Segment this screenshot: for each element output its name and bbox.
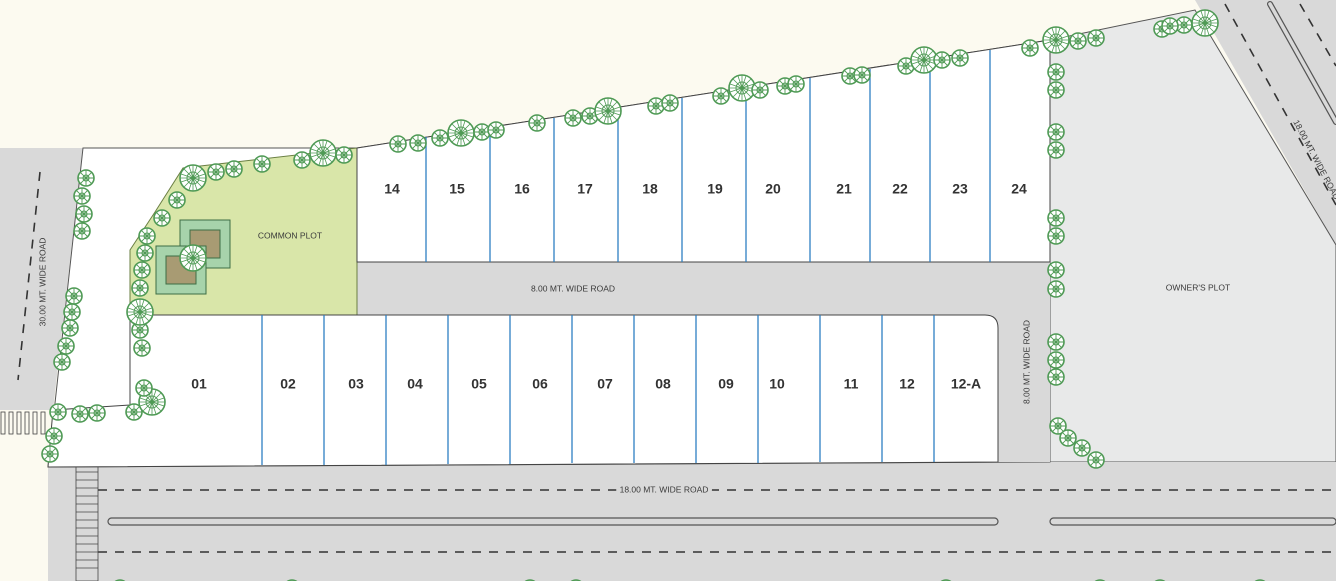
plot-23[interactable]: 23 <box>952 181 968 197</box>
plot-17[interactable]: 17 <box>577 181 593 197</box>
plot-03[interactable]: 03 <box>348 376 364 392</box>
main-road-label: 18.00 MT. WIDE ROAD <box>620 484 709 494</box>
inner-road <box>357 262 1050 315</box>
lower-plot-dividers <box>261 315 935 465</box>
upper-plot-dividers <box>425 50 991 262</box>
common-plot-label: COMMON PLOT <box>258 230 322 240</box>
side-road <box>985 315 1050 462</box>
plot-04[interactable]: 04 <box>407 376 423 392</box>
plot-22[interactable]: 22 <box>892 181 908 197</box>
left-road <box>0 148 83 410</box>
plot-18[interactable]: 18 <box>642 181 658 197</box>
plot-01[interactable]: 01 <box>191 376 207 392</box>
plot-24[interactable]: 24 <box>1011 181 1027 197</box>
side-road-label: 8.00 MT. WIDE ROAD <box>1021 320 1031 404</box>
plot-19[interactable]: 19 <box>707 181 723 197</box>
plot-14[interactable]: 14 <box>384 181 400 197</box>
plot-15[interactable]: 15 <box>449 181 465 197</box>
plot-12[interactable]: 12 <box>899 376 915 392</box>
plot-09[interactable]: 09 <box>718 376 734 392</box>
plot-10[interactable]: 10 <box>769 376 785 392</box>
upper-plot-block <box>356 39 1051 263</box>
plot-05[interactable]: 05 <box>471 376 487 392</box>
common-plot-pavilion <box>155 219 231 295</box>
left-road-crosswalk <box>0 411 46 435</box>
inner-road-label: 8.00 MT. WIDE ROAD <box>531 283 615 293</box>
plot-12-a[interactable]: 12-A <box>951 376 981 392</box>
plot-16[interactable]: 16 <box>514 181 530 197</box>
plot-07[interactable]: 07 <box>597 376 613 392</box>
owners-plot-label: OWNER'S PLOT <box>1166 282 1230 292</box>
plot-06[interactable]: 06 <box>532 376 548 392</box>
plot-11[interactable]: 11 <box>844 376 859 392</box>
upper-plot-labels: 14 15 16 17 18 19 20 21 22 23 24 <box>384 181 1027 197</box>
plot-02[interactable]: 02 <box>280 376 296 392</box>
plot-21[interactable]: 21 <box>836 181 852 197</box>
plot-08[interactable]: 08 <box>655 376 671 392</box>
lower-plot-labels: 01 02 03 04 05 06 07 08 09 10 11 12 12-A <box>191 376 981 392</box>
plot-20[interactable]: 20 <box>765 181 781 197</box>
left-road-label: 30.00 MT. WIDE ROAD <box>37 238 47 327</box>
